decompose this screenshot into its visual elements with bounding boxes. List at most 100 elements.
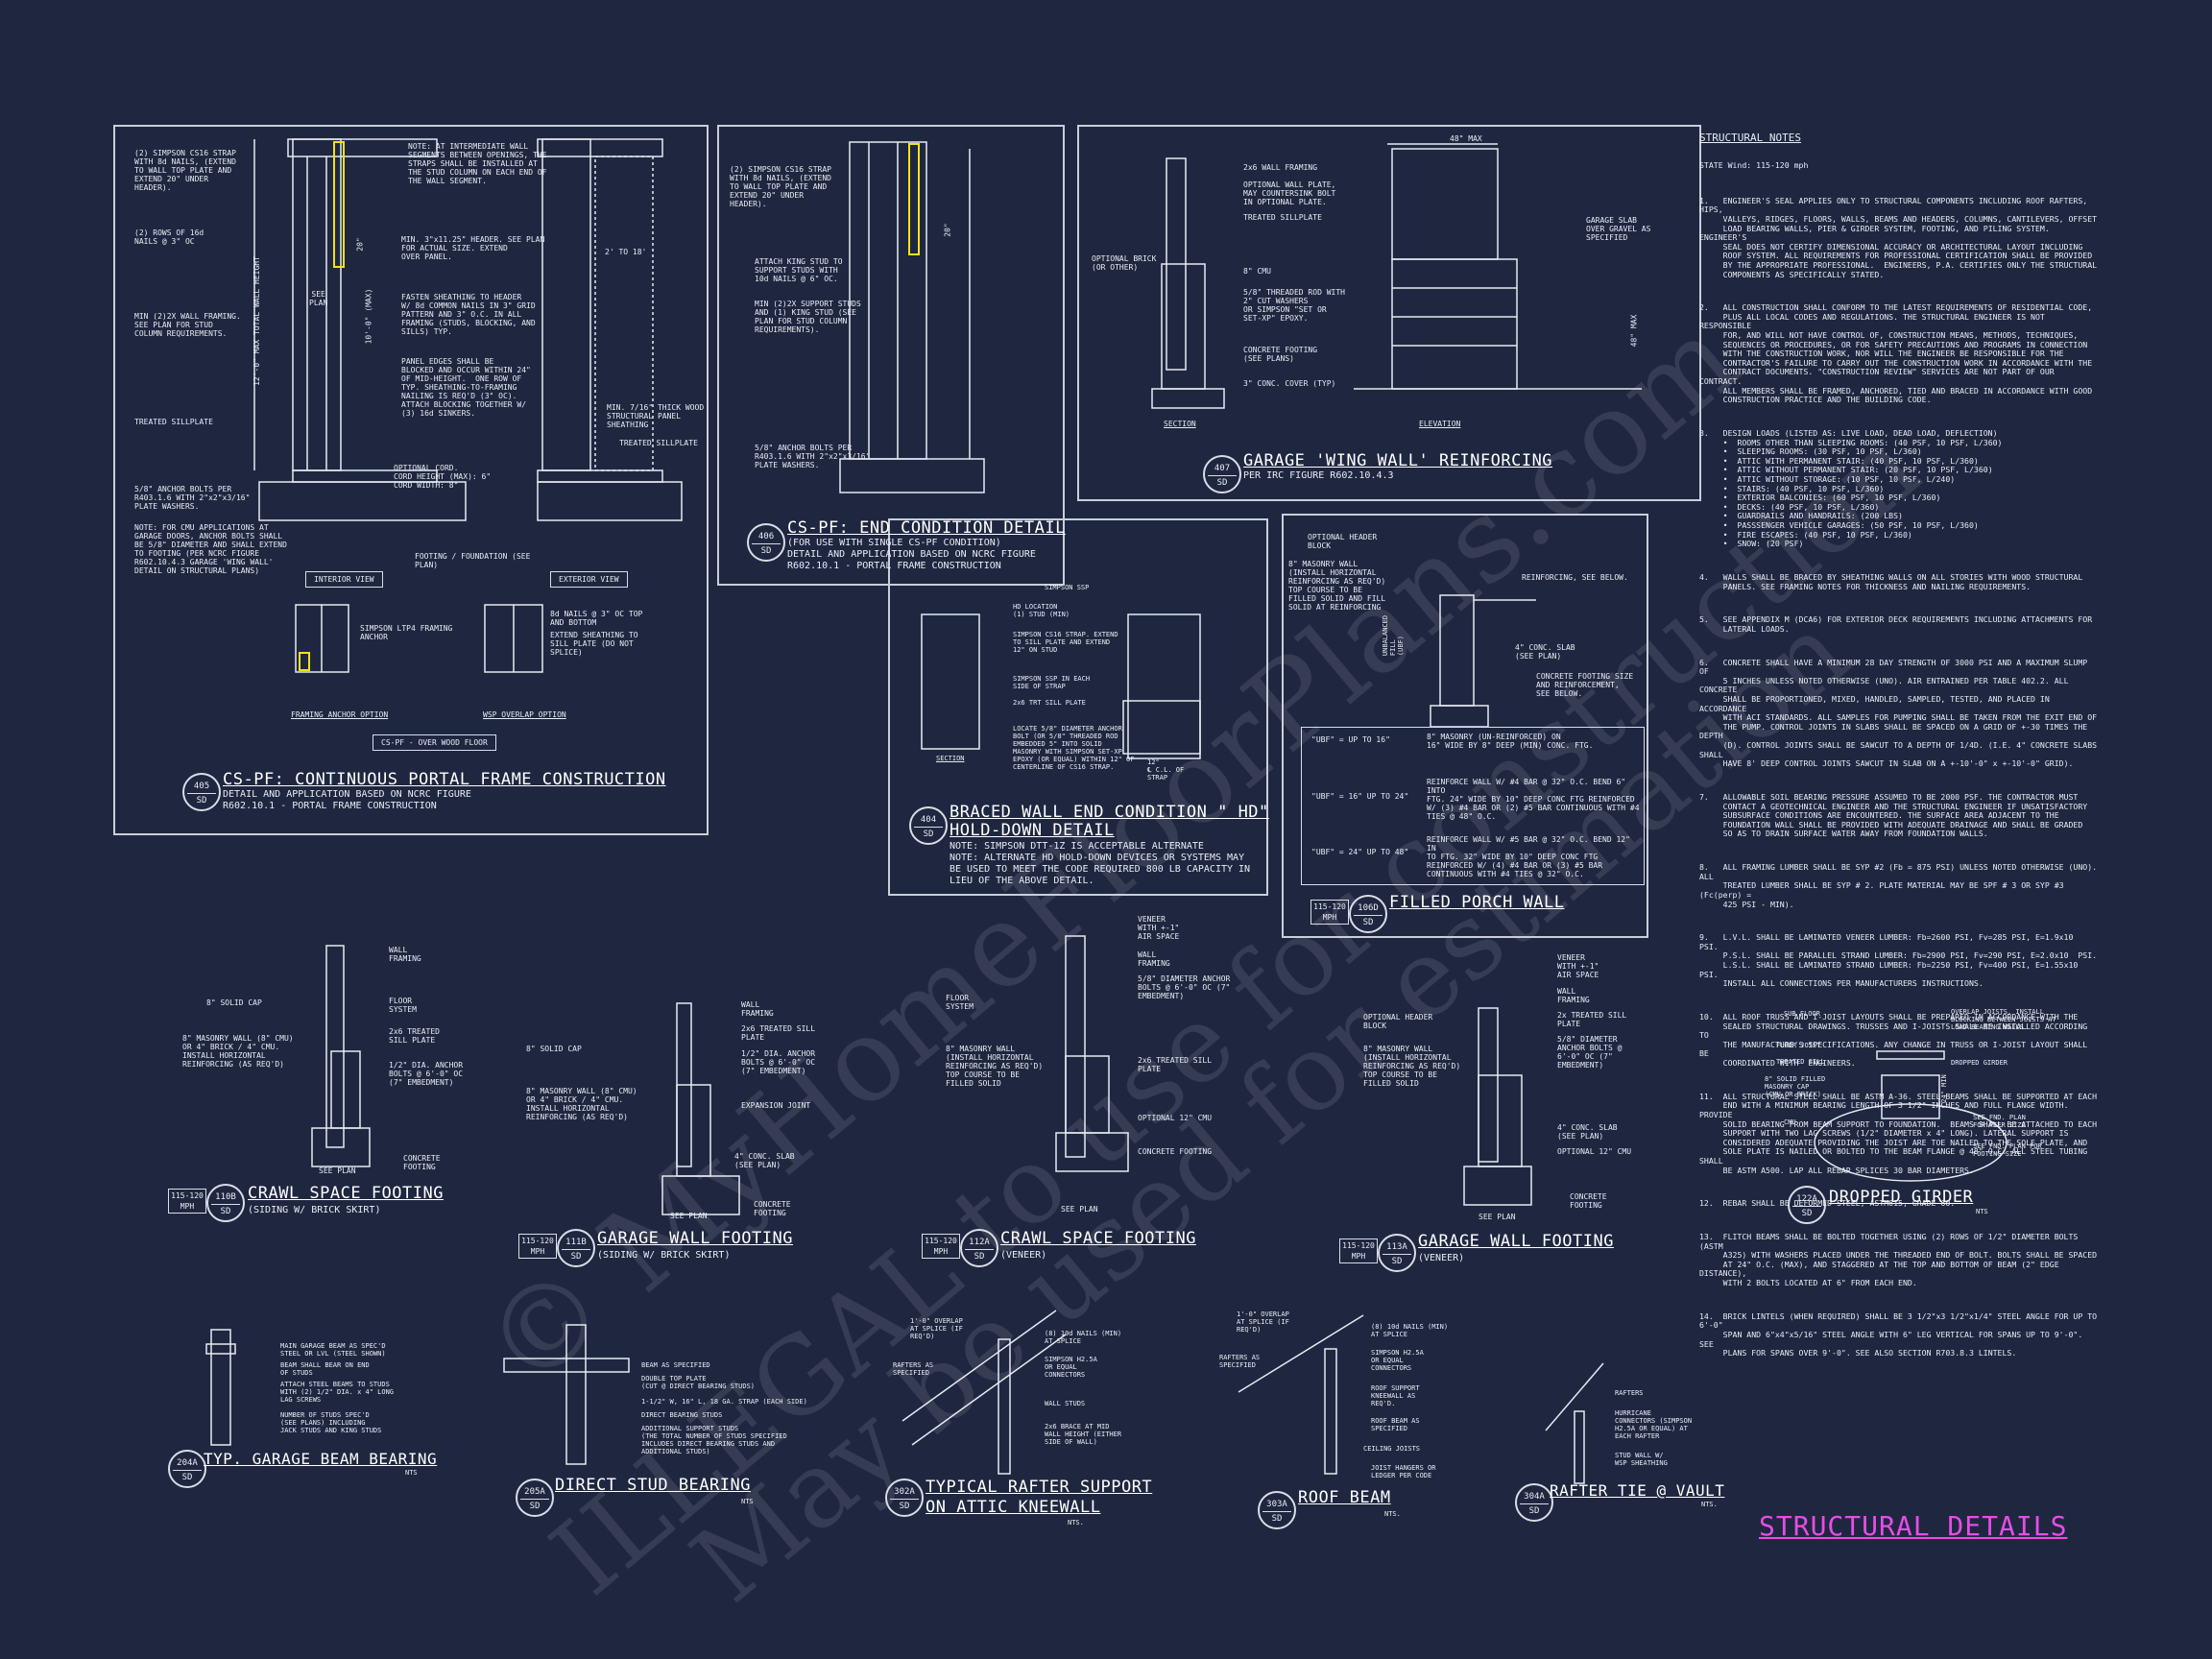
detail-title-111b: GARAGE WALL FOOTING — [597, 1229, 793, 1248]
note-11: 11. ALL STRUCTURAL STEEL SHALL BE ASTM A… — [1699, 1091, 2098, 1175]
label-204-attach: ATTACH STEEL BEAMS TO STUDS WITH (2) 1/2… — [280, 1381, 395, 1404]
note-4: 4. WALLS SHALL BE BRACED BY SHEATHING WA… — [1699, 571, 2083, 591]
label-122-ftg: SEE FND. PLAN FOR FOOTING SIZE — [1973, 1142, 2042, 1158]
label-111-treated: 2x6 TREATED SILL PLATE — [741, 1024, 816, 1042]
label-407-48v: 48" MAX — [1629, 314, 1639, 348]
label-111-anchor: 1/2" DIA. ANCHOR BOLTS @ 6'-0" OC (7" EM… — [741, 1049, 816, 1075]
label-20: 20" — [355, 237, 365, 252]
detail-title-205a: DIRECT STUD BEARING — [555, 1476, 751, 1495]
label-header: MIN. 3"x11.25" HEADER. SEE PLAN FOR ACTU… — [401, 235, 545, 261]
detail-sub-110b: (SIDING W/ BRICK SKIRT) — [248, 1205, 381, 1215]
label-404-locate: LOCATE 5/8" DIAMETER ANCHOR BOLT (OR 5/8… — [1013, 725, 1135, 771]
nts-304a: NTS. — [1701, 1501, 1718, 1508]
label-122-overlap: OVERLAP JOISTS, INSTALL BLOCKING BETWEEN… — [1951, 1008, 2056, 1031]
label-113-anchor: 5/8" DIAMETER ANCHOR BOLTS @ 6'-0" OC (7… — [1557, 1035, 1623, 1070]
label-406-strap: (2) SIMPSON CS16 STRAP WITH 8d NAILS, (E… — [730, 165, 831, 208]
label-111-exp: EXPANSION JOINT — [741, 1101, 811, 1110]
notes-heading: STRUCTURAL NOTES — [1699, 132, 1801, 145]
note-9: 9. L.V.L. SHALL BE LAMINATED VENEER LUMB… — [1699, 932, 2098, 989]
note-2: 2. ALL CONSTRUCTION SHALL CONFORM TO THE… — [1699, 302, 2093, 405]
label-8d: 8d NAILS @ 3" OC TOP AND BOTTOM — [550, 610, 643, 627]
label-treated: TREATED SILLPLATE — [134, 418, 213, 426]
label-204-bear: BEAM SHALL BEAR ON END OF STUDS — [280, 1361, 370, 1377]
ubf-row1-val: 8" MASONRY (UN-REINFORCED) ON 16" WIDE B… — [1427, 733, 1594, 750]
label-407-elevation: ELEVATION — [1419, 420, 1461, 428]
label-wsp: WSP OVERLAP OPTION — [483, 710, 566, 719]
detail-sub-407: PER IRC FIGURE R602.10.4.3 — [1243, 470, 1394, 481]
label-111-wall: WALL FRAMING — [741, 1000, 774, 1018]
ubf-row3-key: "UBF" = 24" UP TO 48" — [1311, 848, 1409, 856]
label-110-see: SEE PLAN — [319, 1166, 356, 1175]
label-treated2: TREATED SILLPLATE — [619, 439, 698, 447]
ubf-row3-val: REINFORCE WALL W/ #5 BAR @ 32" O.C. BEND… — [1427, 835, 1630, 878]
detail-title-112a: CRAWL SPACE FOOTING — [1000, 1229, 1196, 1248]
mph-110b: 115-120 MPH — [168, 1189, 206, 1214]
label-404-ssp: SIMPSON SSP — [1045, 584, 1090, 591]
detail-title-106d: FILLED PORCH WALL — [1389, 893, 1565, 912]
label-112-wall: WALL FRAMING — [1138, 950, 1170, 968]
label-407-treated: TREATED SILLPLATE — [1243, 213, 1322, 222]
label-122-dropped: DROPPED GIRDER — [1951, 1059, 2008, 1067]
detail-title-404b: HOLD-DOWN DETAIL — [950, 821, 1115, 840]
frame-detail-405 — [113, 125, 709, 835]
detail-title-406: CS-PF: END CONDITION DETAIL — [787, 518, 1066, 538]
detail-title-302a: TYPICAL RAFTER SUPPORT — [926, 1478, 1153, 1497]
label-110-masonry: 8" MASONRY WALL (8" CMU) OR 4" BRICK / 4… — [182, 1034, 294, 1069]
label-over: CS-PF - OVER WOOD FLOOR — [373, 734, 496, 751]
note-1: 1. ENGINEER'S SEAL APPLIES ONLY TO STRUC… — [1699, 195, 2098, 279]
label-112-see: SEE PLAN — [1061, 1205, 1098, 1214]
label-303-beam: ROOF BEAM AS SPECIFIED — [1371, 1417, 1420, 1432]
mph-111b: 115-120 MPH — [518, 1234, 557, 1259]
label-303-overlap: 1'-0" OVERLAP AT SPLICE (IF REQ'D) — [1237, 1310, 1289, 1334]
label-113-see: SEE PLAN — [1479, 1213, 1516, 1221]
structural-notes: STRUCTURAL NOTES STATE Wind: 115-120 mph… — [1699, 115, 2098, 1367]
label-rows: (2) ROWS OF 16d NAILS @ 3" OC — [134, 228, 204, 246]
label-113-veneer: VENEER WITH +-1" AIR SPACE — [1557, 953, 1599, 979]
label-302-rafters: RAFTERS AS SPECIFIED — [893, 1361, 934, 1377]
label-122-cmu: CMU — [1784, 1118, 1796, 1126]
label-110-cap: 8" SOLID CAP — [206, 998, 262, 1007]
label-ltp4: SIMPSON LTP4 FRAMING ANCHOR — [360, 624, 453, 641]
mph-106d: 115-120 MPH — [1310, 900, 1349, 925]
label-302-brace: 2x6 BRACE AT MID WALL HEIGHT (EITHER SID… — [1045, 1423, 1122, 1446]
label-footing: FOOTING / FOUNDATION (SEE PLAN) — [415, 552, 531, 569]
label-111-cap: 8" SOLID CAP — [526, 1045, 582, 1053]
label-note-cmu: NOTE: FOR CMU APPLICATIONS AT GARAGE DOO… — [134, 523, 287, 575]
detail-sub-404: NOTE: SIMPSON DTT-1Z IS ACCEPTABLE ALTER… — [950, 841, 1251, 886]
nts-303a: NTS. — [1384, 1510, 1401, 1518]
note-5: 5. SEE APPENDIX M (DCA6) FOR EXTERIOR DE… — [1699, 614, 2093, 634]
label-113-footing: CONCRETE FOOTING — [1570, 1192, 1607, 1210]
label-304-stud: STUD WALL W/ WSP SHEATHING — [1615, 1452, 1668, 1467]
label-302-h2: SIMPSON H2.5A OR EQUAL CONNECTORS — [1045, 1356, 1097, 1379]
label-406-anchor: 5/8" ANCHOR BOLTS PER R403.1.6 WITH 2"x2… — [755, 444, 871, 469]
label-112-anchor: 5/8" DIAMETER ANCHOR BOLTS @ 6'-0" OC (7… — [1138, 974, 1231, 1000]
label-407-footing: CONCRETE FOOTING (SEE PLANS) — [1243, 346, 1318, 363]
ubf-table: "UBF" = UP TO 16" 8" MASONRY (UN-REINFOR… — [1301, 727, 1645, 885]
note-10: 10. ALL ROOF TRUSS AND I-JOIST LAYOUTS S… — [1699, 1012, 2088, 1068]
label-205-add: ADDITIONAL SUPPORT STUDS (THE TOTAL NUMB… — [641, 1425, 787, 1455]
label-404-cl: 12" ℄ C.L. OF STRAP — [1147, 758, 1185, 781]
label-407-cmu: 8" CMU — [1243, 267, 1271, 276]
label-302-overlap: 1'-0" OVERLAP AT SPLICE (IF REQ'D) — [910, 1317, 963, 1340]
label-406-min2x: MIN (2)2X SUPPORT STUDS AND (1) KING STU… — [755, 300, 861, 334]
label-302-nails: (8) 10d NAILS (MIN) AT SPLICE — [1045, 1330, 1122, 1345]
label-anchor: 5/8" ANCHOR BOLTS PER R403.1.6 WITH 2"x2… — [134, 485, 251, 511]
label-302-wall: WALL STUDS — [1045, 1400, 1086, 1407]
note-3: 3. DESIGN LOADS (LISTED AS: LIVE LOAD, D… — [1699, 428, 2003, 549]
label-112-cmu: OPTIONAL 12" CMU — [1138, 1114, 1213, 1122]
label-404-sill: 2x6 TRT SILL PLATE — [1013, 699, 1086, 707]
detail-title-407: GARAGE 'WING WALL' REINFORCING — [1243, 451, 1553, 470]
label-111-slab: 4" CONC. SLAB (SEE PLAN) — [734, 1152, 795, 1169]
detail-sub-111b: (SIDING W/ BRICK SKIRT) — [597, 1250, 731, 1261]
label-min2x: MIN (2)2X WALL FRAMING. SEE PLAN FOR STU… — [134, 312, 241, 338]
detail-sub-113a: (VENEER) — [1418, 1253, 1465, 1263]
